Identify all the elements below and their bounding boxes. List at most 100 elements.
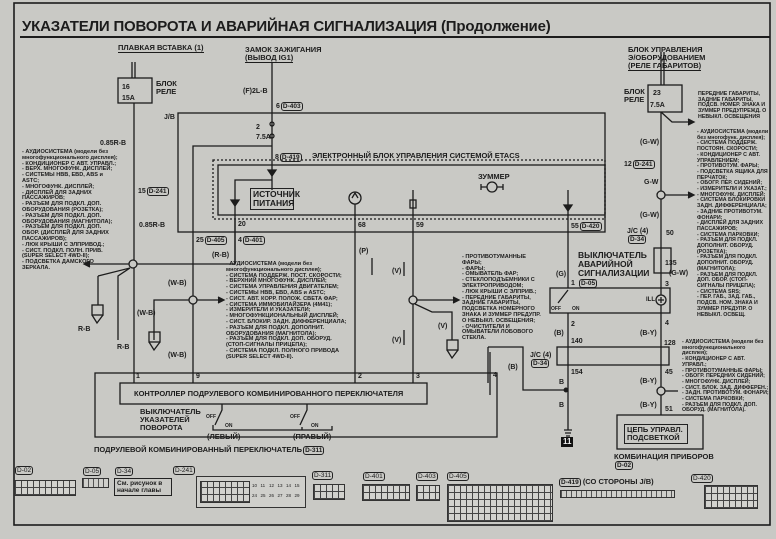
connector-ref[interactable]: D-403	[280, 102, 303, 111]
connector-ground-left	[91, 304, 104, 316]
connector-d405-ref[interactable]: D-405	[447, 472, 469, 481]
list-item: - МНОГОФУНК. ДИСПЛЕЙ;	[22, 183, 95, 190]
cluster-text: КОМБИНАЦИЯ ПРИБОРОВ	[614, 452, 714, 461]
connector-d02-ref[interactable]: D-02	[15, 466, 34, 475]
jc4-upper-label: J/C (4)D-34	[627, 228, 648, 244]
pin-number: 15	[138, 188, 146, 195]
connector-d420-face	[704, 485, 758, 509]
turn-switch-label: ВЫКЛЮЧАТЕЛЬ УКАЗАТЕЛЕЙ ПОВОРОТА	[140, 407, 201, 432]
pin-number: 4	[238, 237, 242, 244]
connector-d05-face	[82, 478, 109, 488]
ignition-text: ЗАМОК ЗАЖИГАНИЯ	[245, 45, 322, 54]
connector-ref[interactable]: D-241	[146, 187, 169, 196]
fuse-right-number: 23	[653, 90, 661, 97]
list-item: - СИСТЕМА SRS;	[697, 288, 741, 295]
list-item: - ЗАДНИЕ ПРОТИВОТУМ. ФОНАРИ;	[697, 208, 763, 221]
fusible-link-text: ПЛАВКАЯ ВСТАВКА	[118, 43, 193, 52]
connector-d241-ref[interactable]: D-241	[173, 466, 195, 475]
pin-number: 25	[260, 493, 266, 498]
connector-ref[interactable]: D-401	[242, 236, 265, 245]
wire-label: B	[559, 379, 565, 386]
connector-d401-ref[interactable]: D-401	[363, 472, 385, 481]
jc4-lower-label: J/C (4)D-34	[530, 352, 551, 368]
hazard-switch-label: ВЫКЛЮЧАТЕЛЬ АВАРИЙНОЙ СИГНАЛИЗАЦИИ D-05	[578, 250, 650, 288]
wire-label: 0.85R-B	[139, 222, 166, 229]
wire-label: (B)	[554, 330, 564, 337]
pin-label: 128	[664, 340, 676, 347]
column-switch-label: ПОДРУЛЕВОЙ КОМБИНИРОВАННЫЙ ПЕРЕКЛЮЧАТЕЛЬ…	[94, 446, 325, 455]
wire-label: (P)	[359, 248, 369, 255]
list-item: - СИСТЕМА ПОДДЕРЖ. ПОСТОЯН. СКОРОСТИ;	[697, 140, 758, 153]
fusible-link-label: ПЛАВКАЯ ВСТАВКА (1)	[118, 43, 204, 53]
connector-d419-label: D-419 (СО СТОРОНЫ J/B)	[558, 478, 654, 487]
connector-d34-ref[interactable]: D-34	[115, 467, 134, 476]
fuse-ign-rating: 7.5A	[256, 134, 271, 141]
etacs-inner	[217, 164, 606, 216]
connector-ref[interactable]: D-420	[579, 222, 602, 231]
connector-ref[interactable]: D-405	[204, 236, 227, 245]
list-item: - РАЗЪЕМ ДЛЯ ПОДКЛ. ДОПОЛНИТ. ОБОРУДОВАН…	[226, 324, 325, 337]
ignition-pin-text: (ВЫВОД IG1)	[245, 53, 294, 63]
wire-label: (F)2L-B	[243, 88, 268, 95]
pin-number: 10	[252, 483, 258, 488]
pin-label: 1	[136, 373, 140, 380]
fuse-right-rating: 7.5A	[650, 102, 665, 109]
list-item: - СИСТЕМА БЛОКИРОВКИ ЗАДН. ДИФФЕРЕНЦИАЛА…	[697, 197, 767, 210]
list-item: - МНОГОФУНК. ДИСПЛЕЙ;	[697, 191, 766, 198]
middle-consumer-list: - АУДИОСИСТЕМА (модели без многофункцион…	[226, 261, 350, 361]
pin-label: 51	[665, 406, 673, 413]
etacs-label: ЭЛЕКТРОННЫЙ БЛОК УПРАВЛЕНИЯ СИСТЕМОЙ ETA…	[312, 151, 520, 160]
list-item: - ПРОТИВОТУМАННЫЕ ФАРЫ;	[682, 367, 763, 374]
switch-on-label: ON	[572, 306, 580, 312]
list-item: - ОМЫВАТЕЛЬ ФАР;	[462, 271, 519, 278]
controller-box	[119, 382, 428, 405]
right-consumer-list: - АУДИОСИСТЕМА (модели без многофунк. ди…	[697, 129, 770, 318]
connector-ref[interactable]: D-311	[303, 446, 325, 455]
ecu-text: Э/ОБОРУДОВАНИЕМ	[628, 53, 706, 62]
connector-d02-face	[14, 480, 76, 496]
connector-ref[interactable]: D-241	[632, 160, 655, 169]
relay-box-left-label: БЛОК РЕЛЕ	[156, 79, 177, 96]
connector-d403-face	[416, 485, 440, 501]
pin-label: 135	[665, 260, 677, 267]
list-item: - ОБОГР. ПЕРЕДНИХ СИДЕНИЙ;	[682, 373, 765, 380]
connector-ref[interactable]: D-34	[531, 359, 550, 368]
wire-label: (V)	[392, 268, 402, 275]
connector-d420-ref[interactable]: D-420	[691, 474, 713, 483]
list-item: - МНОГОФУНК. ДИСПЛЕЙ;	[682, 378, 751, 385]
connector-ref[interactable]: D-02	[615, 461, 634, 470]
fusible-link-number: 1	[196, 43, 202, 52]
list-item: - РАЗЪЕМ ДЛЯ ПОДКЛ. ДОП. ОБОР. (СТОП-СИГ…	[697, 271, 758, 289]
ecu-text: (РЕЛЕ ГАБАРИТОВ)	[628, 61, 702, 71]
pin-number: 29	[294, 493, 300, 498]
list-item: - РАЗЪЕМ ДЛЯ ПОДКЛ. ДОП. ОБОРУД. (СТОП-С…	[226, 336, 332, 349]
pin-number: 8	[275, 154, 279, 161]
wire-label: 0.85R-B	[100, 140, 127, 147]
hazard-switch-text: ВЫКЛЮЧАТЕЛЬ АВАРИЙНОЙ СИГНАЛИЗАЦИИ	[578, 250, 650, 278]
list-item: - ОБОГР. ПЕР. СИДЕНИЙ;	[697, 180, 763, 187]
list-item: - ВЕРХНИЙ МНОГОФУНК. ДИСПЛЕЙ;	[226, 278, 327, 285]
wire-label: (R-B)	[212, 252, 230, 259]
connector-d05-ref[interactable]: D-05	[83, 467, 102, 476]
connector-d419-face	[560, 490, 675, 498]
list-item: - СИСТЕМА ПАРКОВКИ;	[682, 396, 745, 403]
list-item: - СИСТЕМЫ HBB, EBD, ABS и ASTC;	[22, 172, 103, 184]
right-top-consumer: ПЕРЕДНИЕ ГАБАРИТЫ, ЗАДНИЕ ГАБАРИТЫ, ПОДС…	[698, 91, 767, 120]
jb-label: J/B	[164, 114, 175, 121]
switch-off-label: OFF	[551, 306, 561, 312]
connector-d403-ref[interactable]: D-403	[416, 472, 438, 481]
wire-label: R-B	[117, 344, 130, 351]
list-item: - ДИСПЛЕЙ ДЛЯ ЗАДНИХ ПАССАЖИРОВ;	[22, 189, 92, 202]
connector-ref[interactable]: D-419	[279, 153, 302, 162]
pin-label: 2	[358, 373, 362, 380]
connector-d419-ref[interactable]: D-419	[559, 478, 581, 487]
list-item: - ПРОТИВОТУМАННЫЕ ФАРЫ;	[462, 254, 527, 266]
connector-ref[interactable]: D-05	[579, 279, 598, 288]
connector-d311-ref[interactable]: D-311	[312, 471, 334, 480]
pin-number: 26	[269, 493, 275, 498]
connector-ref[interactable]: D-34	[628, 235, 647, 244]
